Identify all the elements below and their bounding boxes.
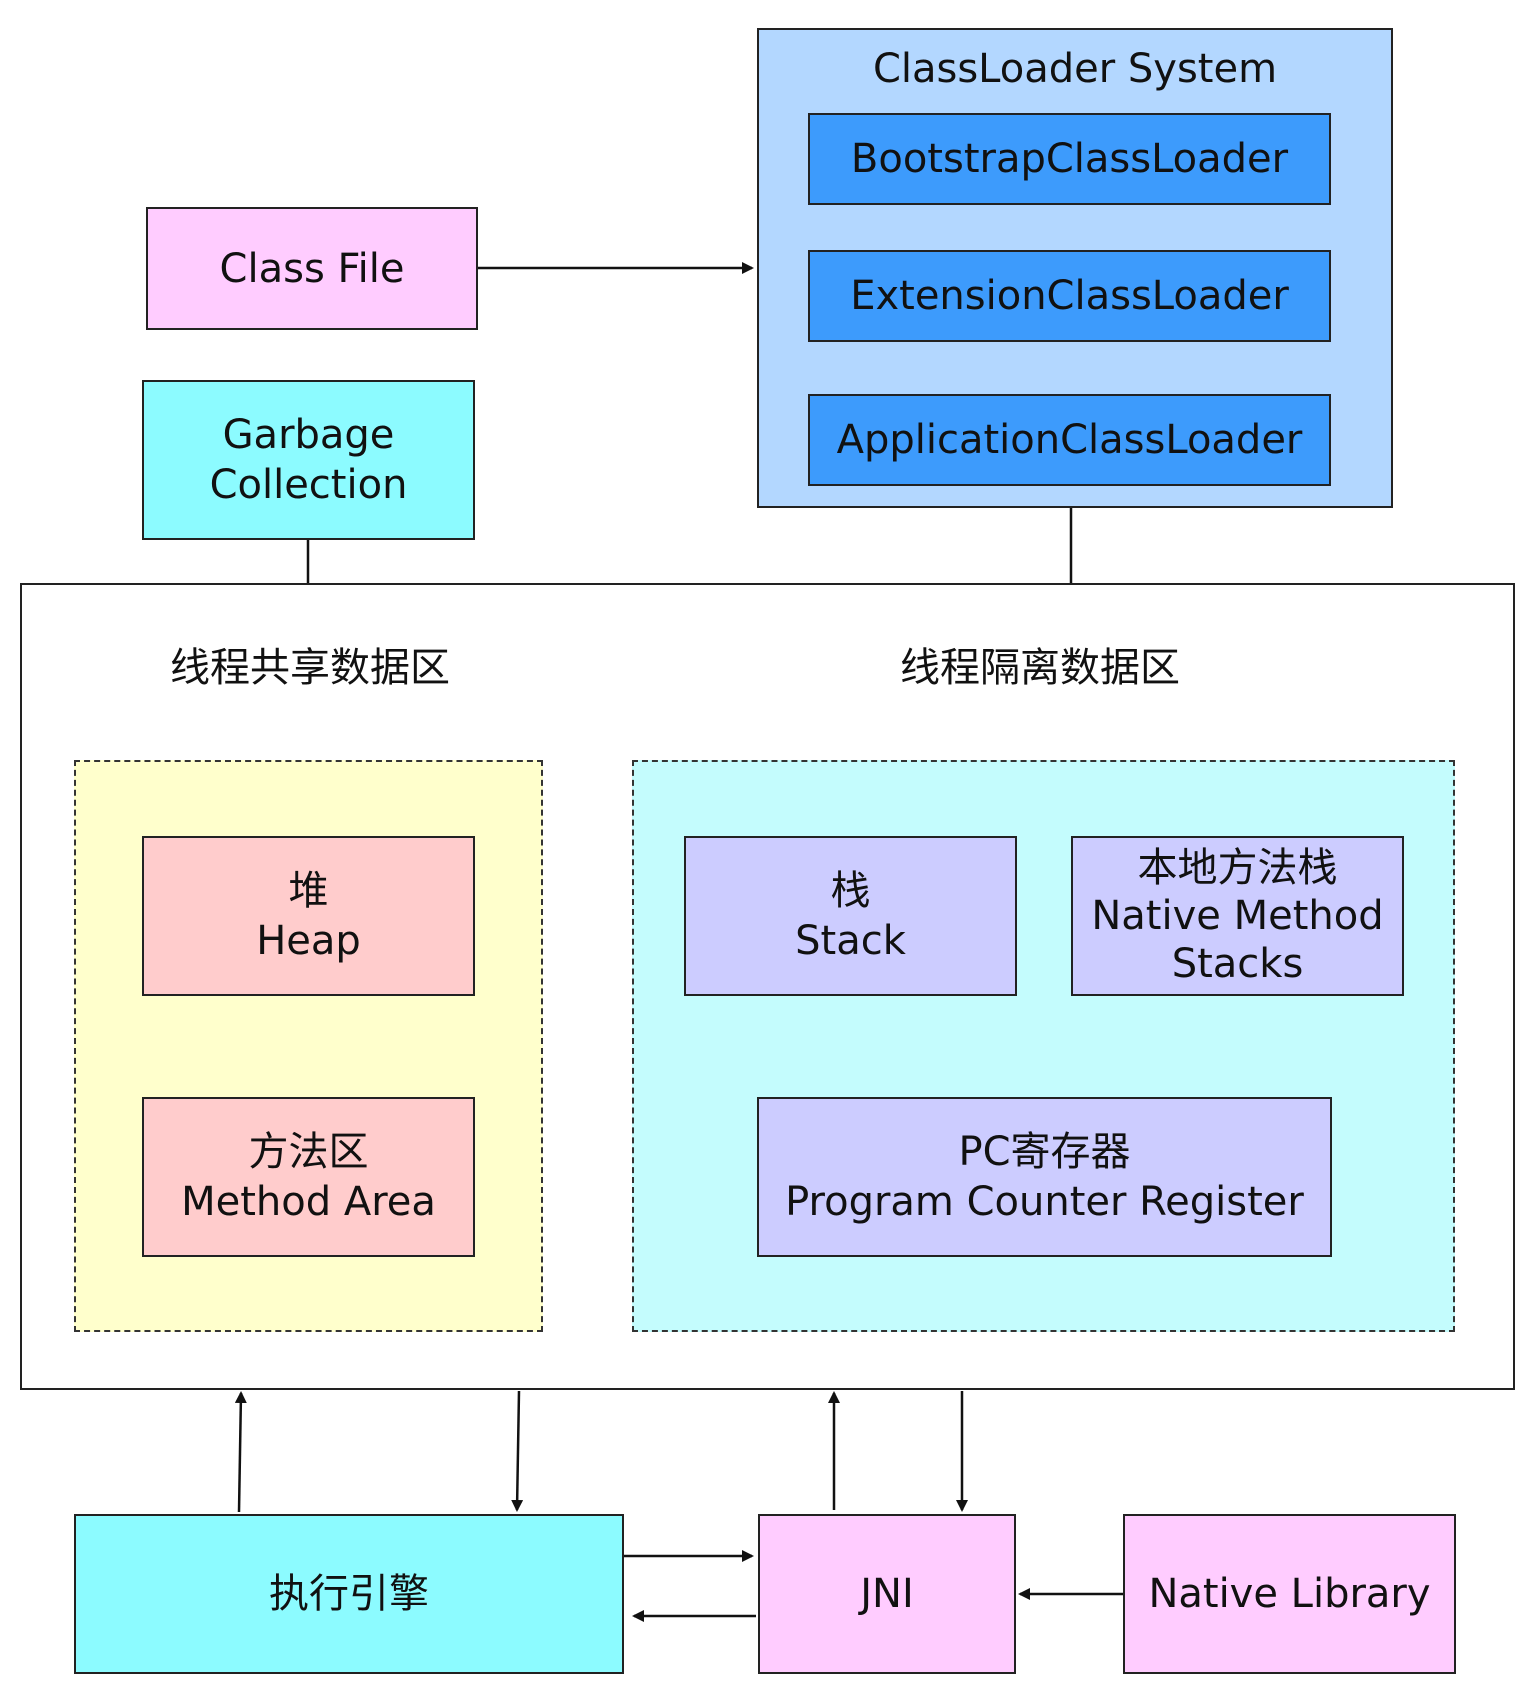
bootstrap-classloader-box: BootstrapClassLoader xyxy=(808,113,1331,205)
native-stack-label-en1: Native Method xyxy=(1091,893,1384,939)
pc-label-en: Program Counter Register xyxy=(785,1179,1304,1225)
stack-label-en: Stack xyxy=(795,918,906,964)
application-classloader-label: ApplicationClassLoader xyxy=(836,417,1303,463)
heap-box: 堆 Heap xyxy=(142,836,475,996)
execution-engine-label: 执行引擎 xyxy=(269,1571,429,1617)
jni-box: JNI xyxy=(758,1514,1016,1674)
stack-box: 栈 Stack xyxy=(684,836,1017,996)
native-library-label: Native Library xyxy=(1148,1571,1431,1617)
extension-classloader-label: ExtensionClassLoader xyxy=(850,273,1289,319)
execution-engine-box: 执行引擎 xyxy=(74,1514,624,1674)
native-method-stacks-box: 本地方法栈 Native Method Stacks xyxy=(1071,836,1404,996)
bootstrap-classloader-label: BootstrapClassLoader xyxy=(850,136,1289,182)
heap-label-en: Heap xyxy=(256,918,361,964)
shared-area-title: 线程共享数据区 xyxy=(170,645,450,691)
heap-label-cn: 堆 xyxy=(288,868,329,914)
application-classloader-box: ApplicationClassLoader xyxy=(808,394,1331,486)
method-area-label-cn: 方法区 xyxy=(248,1129,369,1175)
gc-label-line2: Collection xyxy=(209,462,408,508)
arrow-runtime-to-engine xyxy=(511,1390,524,1512)
class-file-label: Class File xyxy=(219,245,405,292)
isolated-area-title: 线程隔离数据区 xyxy=(900,645,1180,691)
method-area-label-en: Method Area xyxy=(181,1179,436,1225)
jni-label: JNI xyxy=(860,1571,914,1617)
method-area-box: 方法区 Method Area xyxy=(142,1097,475,1257)
classloader-system-title: ClassLoader System xyxy=(872,46,1278,92)
pc-label-cn: PC寄存器 xyxy=(958,1129,1131,1175)
native-stack-label-en2: Stacks xyxy=(1171,941,1304,987)
native-library-box: Native Library xyxy=(1123,1514,1456,1674)
pc-register-box: PC寄存器 Program Counter Register xyxy=(757,1097,1332,1257)
stack-label-cn: 栈 xyxy=(830,868,871,914)
extension-classloader-box: ExtensionClassLoader xyxy=(808,250,1331,342)
arrow-engine-to-runtime xyxy=(234,1391,247,1513)
class-file-box: Class File xyxy=(146,207,478,330)
garbage-collection-box: Garbage Collection xyxy=(142,380,475,540)
native-stack-label-cn: 本地方法栈 xyxy=(1137,845,1338,891)
gc-label-line1: Garbage xyxy=(222,412,395,458)
